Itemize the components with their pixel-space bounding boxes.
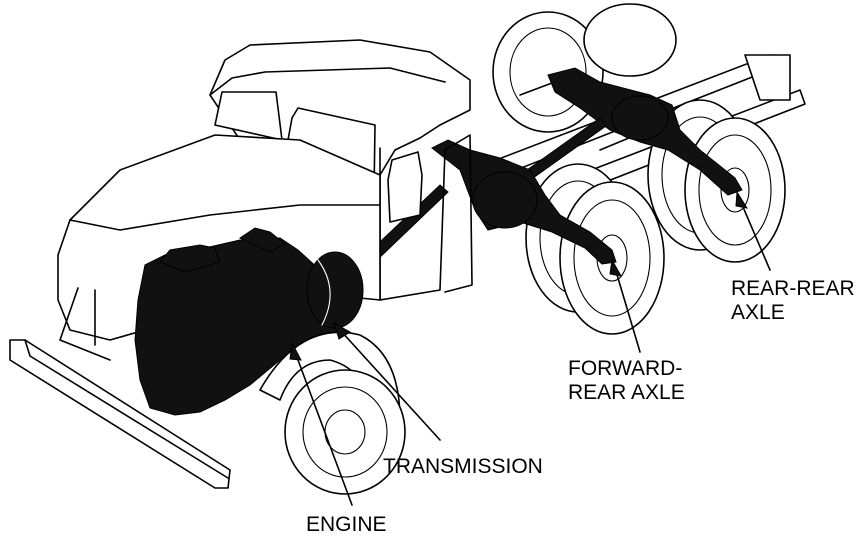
forward-rear-axle-label: FORWARD- REAR AXLE bbox=[568, 357, 685, 405]
forward-rear-axle-label-line2: REAR AXLE bbox=[568, 381, 685, 404]
arrowhead-transmission bbox=[333, 321, 351, 340]
arrowhead-rear-rear-axle bbox=[735, 190, 749, 209]
rear-rear-axle-label-line1: REAR-REAR bbox=[731, 277, 855, 300]
rear-wheels-far-side bbox=[492, 3, 677, 133]
leader-transmission bbox=[339, 329, 441, 441]
forward-rear-axle-label-line1: FORWARD- bbox=[568, 357, 683, 380]
callout-leaders bbox=[289, 190, 771, 506]
arrowhead-forward-rear-axle bbox=[609, 258, 622, 277]
rear-rear-axle-label-line2: AXLE bbox=[731, 301, 785, 324]
drivetrain-axles bbox=[344, 67, 743, 285]
leader-rear-rear-axle bbox=[739, 199, 771, 271]
engine bbox=[134, 227, 351, 416]
leader-engine bbox=[294, 351, 353, 506]
rear-rear-axle-label: REAR-REAR AXLE bbox=[731, 277, 855, 325]
engine-label: ENGINE bbox=[306, 513, 387, 536]
transmission bbox=[306, 251, 364, 329]
arrowhead-engine bbox=[289, 341, 302, 361]
front-bumper bbox=[9, 339, 231, 489]
transmission-label: TRANSMISSION bbox=[383, 455, 543, 478]
leader-forward-rear-axle bbox=[614, 267, 641, 353]
